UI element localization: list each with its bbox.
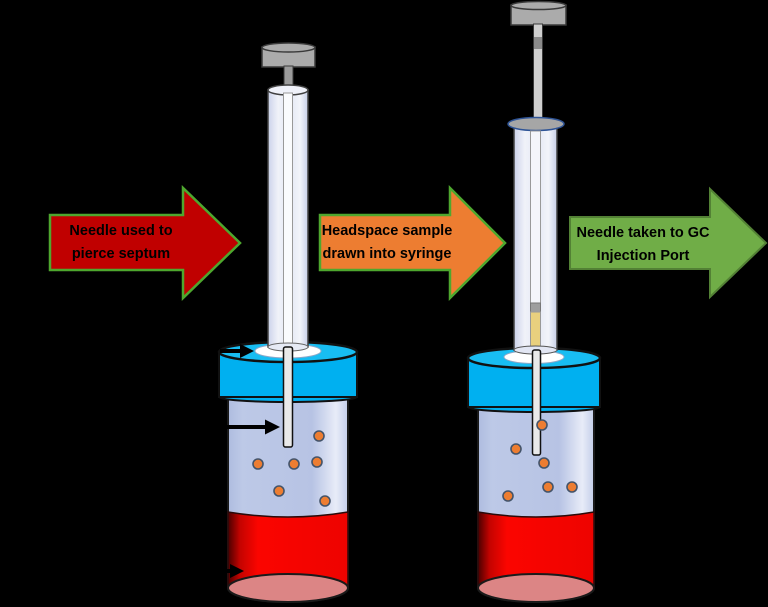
left-needle — [282, 346, 294, 448]
left-annotation-arrows — [211, 344, 280, 578]
analyte-dot — [288, 458, 300, 470]
analyte-dot — [273, 485, 285, 497]
right-vial-bottom — [477, 573, 595, 603]
analyte-dot — [319, 495, 331, 507]
right-headspace-sample — [530, 311, 541, 348]
flow-arrow-1 — [48, 185, 242, 301]
analyte-dot — [542, 481, 554, 493]
analyte-dot — [252, 458, 264, 470]
left-syringe — [261, 42, 316, 448]
flow-arrow-2 — [318, 184, 507, 302]
left-assembly — [211, 42, 359, 603]
analyte-dot — [311, 456, 323, 468]
left-plunger-shaft-inside — [283, 92, 293, 346]
left-vial-bottom — [227, 573, 349, 603]
right-needle — [531, 349, 542, 456]
analyte-dot — [510, 443, 522, 455]
left-analyte-dots — [252, 430, 331, 507]
right-assembly — [466, 0, 602, 603]
analyte-dot — [566, 481, 578, 493]
right-plunger-rod-shadow — [534, 37, 542, 49]
analyte-dot — [536, 419, 548, 431]
right-plunger-shaft-inside — [530, 130, 541, 304]
right-barrel-flange — [507, 116, 565, 132]
needle-pointer-arrow-head — [265, 419, 280, 435]
liquid-pointer-arrow-head — [230, 564, 244, 578]
right-syringe — [507, 0, 567, 456]
analyte-dot — [313, 430, 325, 442]
flow-arrow-3 — [569, 186, 768, 300]
analyte-dot — [538, 457, 550, 469]
left-plunger-knob-top — [261, 42, 316, 53]
septum-pointer-arrow-head — [240, 344, 254, 358]
analyte-dot — [502, 490, 514, 502]
right-plunger-knob-top — [510, 0, 567, 11]
right-plunger-tip — [530, 302, 541, 313]
right-analyte-dots — [502, 419, 578, 502]
